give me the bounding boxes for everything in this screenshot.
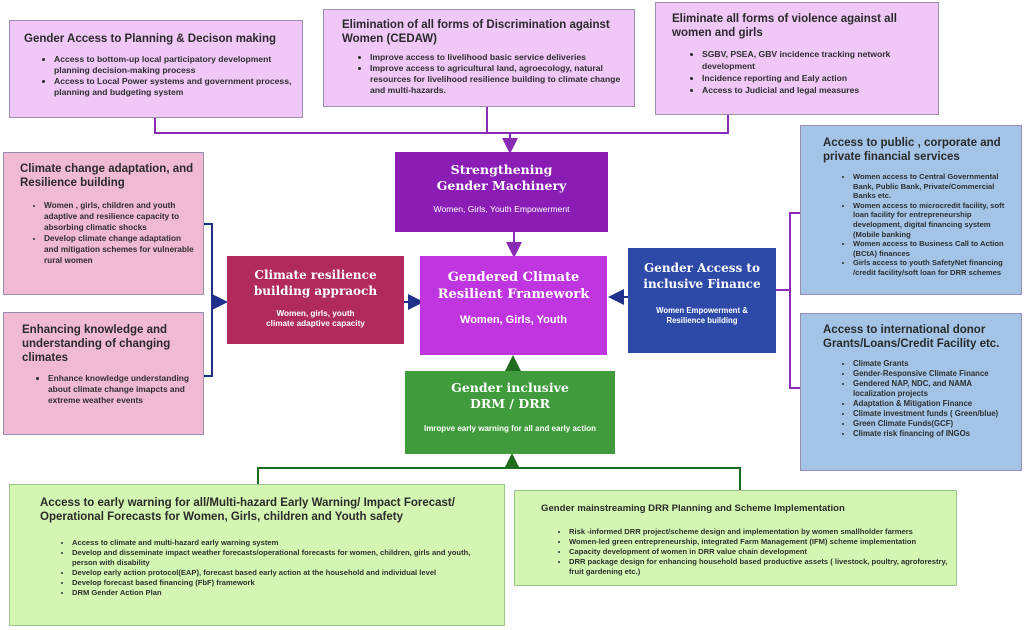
climate-adaptation-box: Climate change adaptation, and Resilienc… <box>3 152 204 295</box>
bottom-connector <box>257 453 741 490</box>
list-item: Gendered NAP, NDC, and NAMA localization… <box>853 379 1015 399</box>
climate-framework-subtitle: Women, Girls, Youth <box>460 314 567 326</box>
list-item: Access to climate and multi-hazard early… <box>72 538 494 548</box>
list-item: Women access to Central Governmental Ban… <box>853 172 1015 201</box>
knowledge-list: Enhance knowledge understanding about cl… <box>34 373 195 406</box>
list-item: Women access to microcredit facility, so… <box>853 201 1015 239</box>
list-item: Women-led green entrepreneurship, integr… <box>569 537 948 547</box>
knowledge-box: Enhancing knowledge and understanding of… <box>3 312 204 435</box>
gender-machinery-box: Strengthening Gender Machinery Women, Gi… <box>395 152 608 232</box>
gender-machinery-title: Strengthening Gender Machinery <box>436 162 567 193</box>
cedaw-list: Improve access to livelihood basic servi… <box>356 52 626 96</box>
gender-access-planning-list: Access to bottom-up local participatory … <box>40 54 294 98</box>
mainstreaming-list: Risk -informed DRR project/scheme design… <box>555 527 948 577</box>
top-connector <box>154 107 729 154</box>
inclusive-finance-box: Gender Access to inclusive Finance Women… <box>628 248 776 353</box>
list-item: DRR package design for enhancing househo… <box>569 557 948 577</box>
list-item: Women access to Business Call to Action … <box>853 239 1015 258</box>
cedaw-box: Elimination of all forms of Discriminati… <box>323 9 635 107</box>
climate-framework-box: Gendered Climate Resilient Framework Wom… <box>420 256 607 355</box>
cedaw-title: Elimination of all forms of Discriminati… <box>342 19 610 45</box>
list-item: Green Climate Funds(GCF) <box>853 419 1015 429</box>
gender-access-planning-box: Gender Access to Planning & Decison maki… <box>9 20 303 118</box>
donor-title: Access to international donor Grants/Loa… <box>823 324 1000 350</box>
inclusive-finance-subtitle: Women Empowerment & Resilience building <box>656 306 748 325</box>
climate-resilience-subtitle: Women, girls, youth climate adaptive cap… <box>266 309 365 328</box>
list-item: Develop climate change adaptation and mi… <box>44 233 195 266</box>
gender-machinery-subtitle: Women, Girls, Youth Empowerment <box>433 204 570 214</box>
list-item: Capacity development of women in DRR val… <box>569 547 948 557</box>
list-item: Women , girls, children and youth adapti… <box>44 200 195 233</box>
violence-title: Eliminate all forms of violence against … <box>672 13 897 39</box>
list-item: Climate investment funds ( Green/blue) <box>853 409 1015 419</box>
inclusive-finance-title: Gender Access to inclusive Finance <box>643 261 761 291</box>
climate-framework-title: Gendered Climate Resilient Framework <box>437 270 590 302</box>
violence-box: Eliminate all forms of violence against … <box>655 2 939 115</box>
list-item: Climate risk financing of INGOs <box>853 429 1015 439</box>
right-connector <box>776 212 800 389</box>
donor-list: Climate Grants Gender-Responsive Climate… <box>839 359 1015 439</box>
violence-list: SGBV, PSEA, GBV incidence tracking netwo… <box>688 48 930 96</box>
knowledge-title: Enhancing knowledge and understanding of… <box>22 324 171 364</box>
list-item: Adaptation & Mitigation Finance <box>853 399 1015 409</box>
list-item: Climate Grants <box>853 359 1015 369</box>
list-item: Risk -informed DRR project/scheme design… <box>569 527 948 537</box>
list-item: Improve access to agricultural land, agr… <box>370 63 626 96</box>
list-item: Gender-Responsive Climate Finance <box>853 369 1015 379</box>
left-connector <box>204 223 228 377</box>
list-item: Develop early action protocol(EAP), fore… <box>72 568 494 578</box>
list-item: Access to Local Power systems and govern… <box>54 76 294 98</box>
early-warning-box: Access to early warning for all/Multi-ha… <box>9 484 505 626</box>
financial-services-title: Access to public , corporate and private… <box>823 137 1001 163</box>
climate-adaptation-list: Women , girls, children and youth adapti… <box>30 200 195 266</box>
mainstreaming-box: Gender mainstreaming DRR Planning and Sc… <box>514 490 957 586</box>
early-warning-title: Access to early warning for all/Multi-ha… <box>40 497 455 523</box>
list-item: Develop and disseminate impact weather f… <box>72 548 494 568</box>
gender-drr-subtitle: Imropve early warning for all and early … <box>423 424 597 433</box>
mainstreaming-title: Gender mainstreaming DRR Planning and Sc… <box>541 503 845 514</box>
gender-drr-box: Gender inclusive DRM / DRR Imropve early… <box>405 371 615 454</box>
list-item: Improve access to livelihood basic servi… <box>370 52 626 63</box>
list-item: DRM Gender Action Plan <box>72 588 494 598</box>
climate-resilience-box: Climate resilience building appraoch Wom… <box>227 256 404 344</box>
financial-services-box: Access to public , corporate and private… <box>800 125 1022 295</box>
list-item: Enhance knowledge understanding about cl… <box>48 373 195 406</box>
list-item: SGBV, PSEA, GBV incidence tracking netwo… <box>702 48 930 72</box>
early-warning-list: Access to climate and multi-hazard early… <box>58 538 494 598</box>
list-item: Access to bottom-up local participatory … <box>54 54 294 76</box>
donor-box: Access to international donor Grants/Loa… <box>800 313 1022 471</box>
gender-access-planning-title: Gender Access to Planning & Decison maki… <box>24 33 277 45</box>
list-item: Incidence reporting and Ealy action <box>702 72 930 84</box>
climate-adaptation-title: Climate change adaptation, and Resilienc… <box>20 163 194 189</box>
list-item: Develop forecast based financing (FbF) f… <box>72 578 494 588</box>
list-item: Girls access to youth SafetyNet financin… <box>853 258 1015 277</box>
list-item: Access to Judicial and legal measures <box>702 84 930 96</box>
gender-drr-title: Gender inclusive DRM / DRR <box>451 380 569 411</box>
climate-resilience-title: Climate resilience building appraoch <box>253 268 378 298</box>
financial-services-list: Women access to Central Governmental Ban… <box>839 172 1015 278</box>
